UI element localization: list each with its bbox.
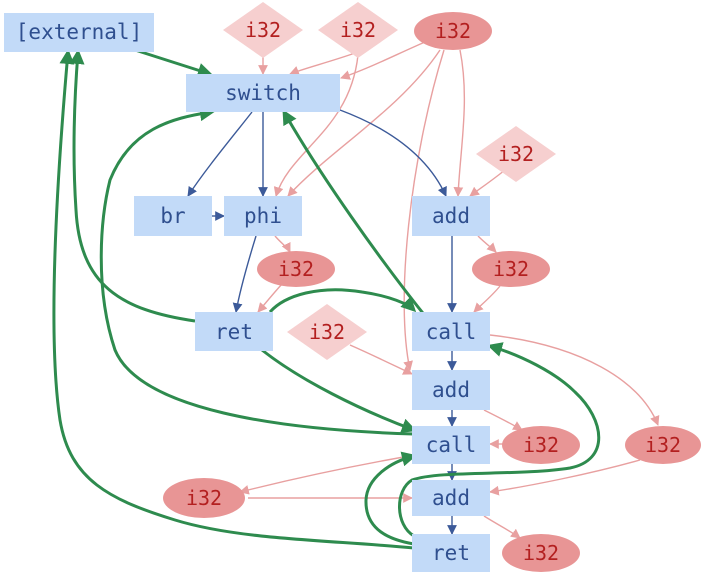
edge-switch-add1	[339, 109, 447, 197]
const-ellipse-4[interactable]: i32	[502, 426, 580, 464]
edge-ce2-ret1	[257, 283, 283, 313]
node-label: br	[160, 204, 185, 228]
edge-call1-ce5	[489, 334, 660, 426]
node-label: phi	[244, 204, 282, 228]
node-label: ret	[432, 541, 470, 565]
constant-nodes: i32 i32 i32 i32 i32 i32 i32 i32	[163, 2, 701, 572]
const-label: i32	[645, 433, 681, 457]
const-label: i32	[493, 257, 529, 281]
edge-ce5-add3	[489, 459, 641, 496]
node-call-2[interactable]: call	[412, 426, 490, 464]
const-label: i32	[245, 18, 281, 42]
node-label: add	[432, 486, 470, 510]
const-label: i32	[186, 486, 222, 510]
edge-phi-ce2	[274, 235, 291, 253]
node-switch[interactable]: switch	[186, 74, 340, 112]
edge-call2-switch	[99, 106, 415, 436]
edge-call2-ce6	[239, 454, 416, 495]
data-edges	[239, 41, 660, 539]
edge-ret2-call2	[364, 451, 417, 546]
node-label: call	[426, 433, 477, 457]
edge-external-switch	[134, 48, 213, 78]
node-add-3[interactable]: add	[412, 480, 490, 516]
const-ellipse-5[interactable]: i32	[625, 426, 701, 464]
edge-ret1-external	[69, 49, 196, 323]
edge-add3-ce7	[483, 515, 521, 539]
node-label: [external]	[16, 20, 142, 44]
const-label: i32	[309, 320, 345, 344]
edge-ce3-call1	[473, 285, 501, 313]
edge-ce1-switch	[340, 41, 426, 80]
node-label: add	[432, 378, 470, 402]
edge-ce1-add1	[453, 49, 466, 197]
edge-ret2-external	[52, 49, 415, 550]
edge-add1-ce3	[477, 235, 497, 253]
const-diamond-3[interactable]: i32	[476, 126, 556, 182]
const-diamond-4[interactable]: i32	[287, 304, 367, 360]
edge-phi-ret1	[232, 235, 257, 313]
const-ellipse-1[interactable]: i32	[414, 12, 492, 50]
node-add-2[interactable]: add	[412, 370, 490, 410]
node-label: ret	[215, 320, 253, 344]
const-label: i32	[523, 433, 559, 457]
edge-ret2-call1	[398, 342, 601, 538]
edge-ce1-phi	[287, 49, 441, 197]
edge-add2-ce4	[483, 409, 523, 431]
instruction-nodes: [external] switch br phi add ret call a	[4, 13, 490, 572]
call-edges	[52, 48, 601, 550]
node-ret-2[interactable]: ret	[412, 534, 490, 572]
const-label: i32	[435, 19, 471, 43]
edge-switch-br	[187, 111, 253, 197]
control-edges	[187, 109, 457, 535]
const-diamond-2[interactable]: i32	[318, 2, 398, 58]
edge-cd2-switch	[289, 51, 359, 76]
const-label: i32	[523, 541, 559, 565]
node-phi[interactable]: phi	[224, 196, 302, 236]
node-external[interactable]: [external]	[4, 13, 154, 52]
edge-cd3-add1	[469, 169, 506, 197]
const-label: i32	[278, 257, 314, 281]
const-ellipse-6[interactable]: i32	[163, 478, 245, 518]
node-label: call	[426, 320, 477, 344]
node-ret-1[interactable]: ret	[195, 312, 273, 351]
const-ellipse-2[interactable]: i32	[257, 251, 335, 287]
const-diamond-1[interactable]: i32	[223, 2, 303, 58]
node-call-1[interactable]: call	[412, 312, 490, 351]
node-add-1[interactable]: add	[412, 196, 490, 236]
edge-ret1-call1	[268, 288, 417, 314]
edge-ret1-call2	[261, 348, 417, 433]
node-label: add	[432, 204, 470, 228]
const-label: i32	[498, 142, 534, 166]
edge-cd4-add2	[349, 344, 413, 375]
edge-cd2-phi	[273, 54, 359, 197]
node-br[interactable]: br	[134, 196, 212, 236]
const-label: i32	[340, 18, 376, 42]
node-label: switch	[225, 81, 301, 105]
edge-ce1-add2	[403, 49, 445, 371]
const-ellipse-7[interactable]: i32	[502, 534, 580, 572]
const-ellipse-3[interactable]: i32	[472, 251, 550, 287]
